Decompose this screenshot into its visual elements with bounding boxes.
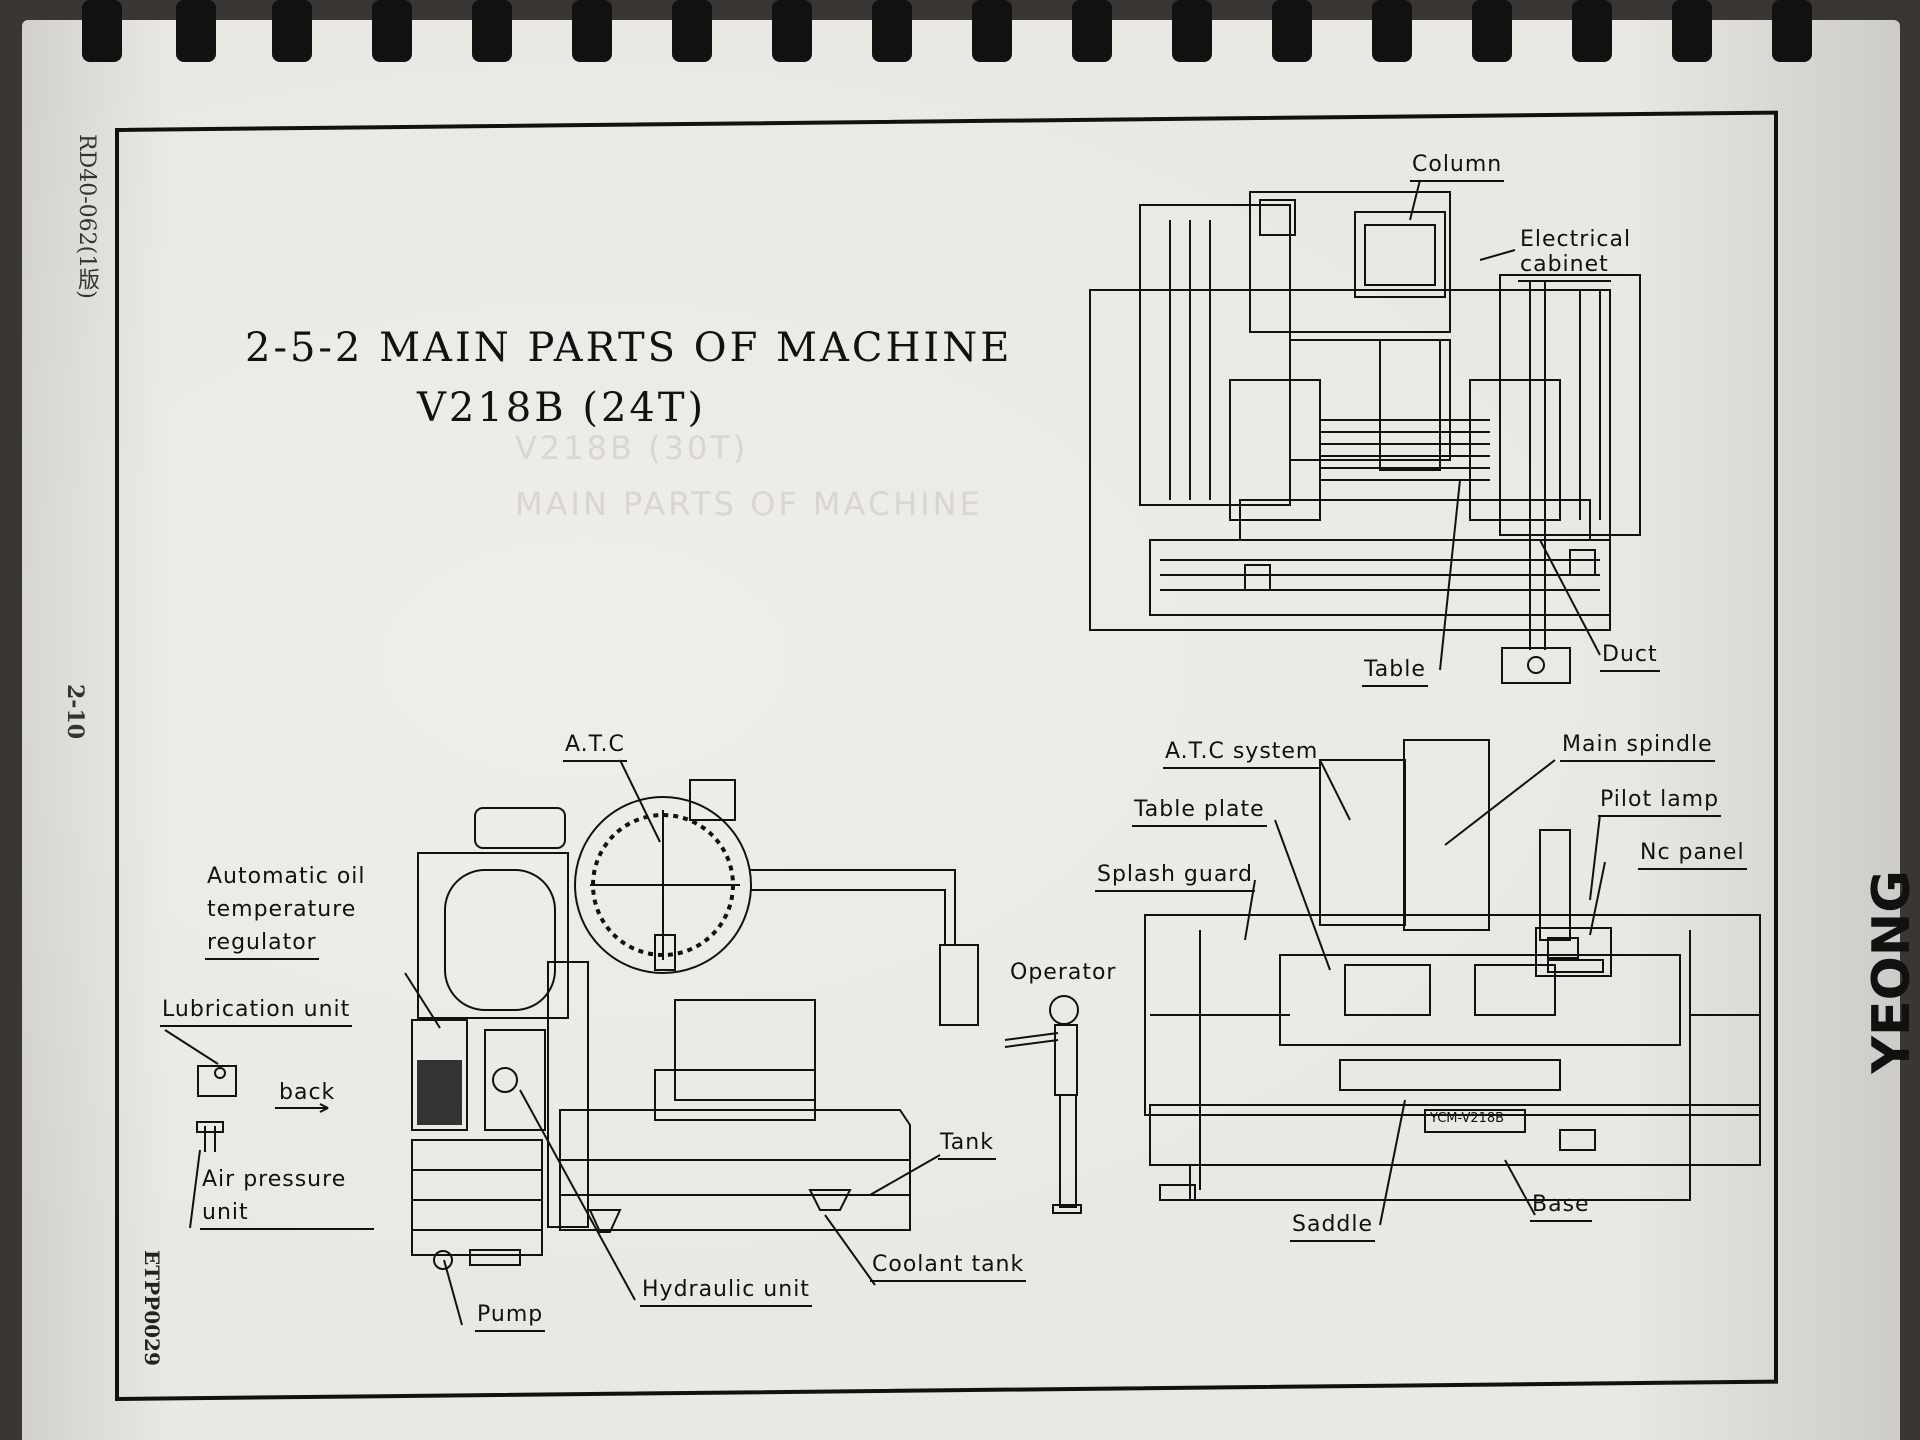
operator-figure xyxy=(1004,995,1082,1214)
spiral-binding xyxy=(82,0,1812,62)
page-number: 2-10 xyxy=(62,684,88,740)
model-plate: YCM-V218B xyxy=(1430,1111,1505,1126)
label-atc: A.T.C xyxy=(563,730,627,762)
label-base: Base xyxy=(1530,1190,1592,1222)
label-duct: Duct xyxy=(1600,640,1660,672)
document-code: RD40-062(1版) xyxy=(74,134,99,299)
iso-view-drawing xyxy=(1144,739,1761,1201)
label-coolant-tank: Coolant tank xyxy=(870,1250,1027,1282)
label-splash-guard: Splash guard xyxy=(1095,860,1255,892)
label-nc-panel: Nc panel xyxy=(1638,838,1747,870)
page-title: 2-5-2 MAIN PARTS OF MACHINE V218B (24T) xyxy=(245,318,1012,438)
front-view-drawing xyxy=(1089,191,1641,684)
label-auto-oil-1: Automatic oil xyxy=(207,864,366,889)
label-tank: Tank xyxy=(938,1128,996,1160)
label-electrical-cabinet-2: cabinet xyxy=(1518,250,1611,282)
title-line-2: V218B (24T) xyxy=(417,385,707,431)
label-table: Table xyxy=(1362,655,1428,687)
label-hydraulic-unit: Hydraulic unit xyxy=(640,1275,812,1307)
label-operator: Operator xyxy=(1010,960,1117,985)
label-saddle: Saddle xyxy=(1290,1210,1376,1242)
title-line-1: 2-5-2 MAIN PARTS OF MACHINE xyxy=(245,325,1013,371)
label-pilot-lamp: Pilot lamp xyxy=(1598,785,1722,817)
label-table-plate: Table plate xyxy=(1132,795,1267,827)
side-view-drawing xyxy=(411,779,979,1270)
label-electrical-cabinet-1: Electrical xyxy=(1520,227,1632,252)
label-air-pressure-2: unit xyxy=(200,1198,374,1230)
label-auto-oil-3: regulator xyxy=(205,928,319,960)
label-air-pressure-1: Air pressure xyxy=(202,1167,347,1192)
label-lubrication-unit: Lubrication unit xyxy=(160,995,353,1027)
bleed-through-text: V218B (30T) MAIN PARTS OF MACHINE xyxy=(515,420,983,532)
label-back: back xyxy=(279,1080,336,1105)
label-column: Column xyxy=(1410,150,1505,182)
label-pump: Pump xyxy=(475,1300,546,1332)
ghost-line-2: MAIN PARTS OF MACHINE xyxy=(515,485,983,523)
ghost-line-1: V218B (30T) xyxy=(515,429,749,467)
figure-code: ETPP0029 xyxy=(140,1250,164,1366)
label-atc-system: A.T.C system xyxy=(1163,737,1321,769)
label-auto-oil-2: temperature xyxy=(207,897,357,922)
label-main-spindle: Main spindle xyxy=(1560,730,1715,762)
